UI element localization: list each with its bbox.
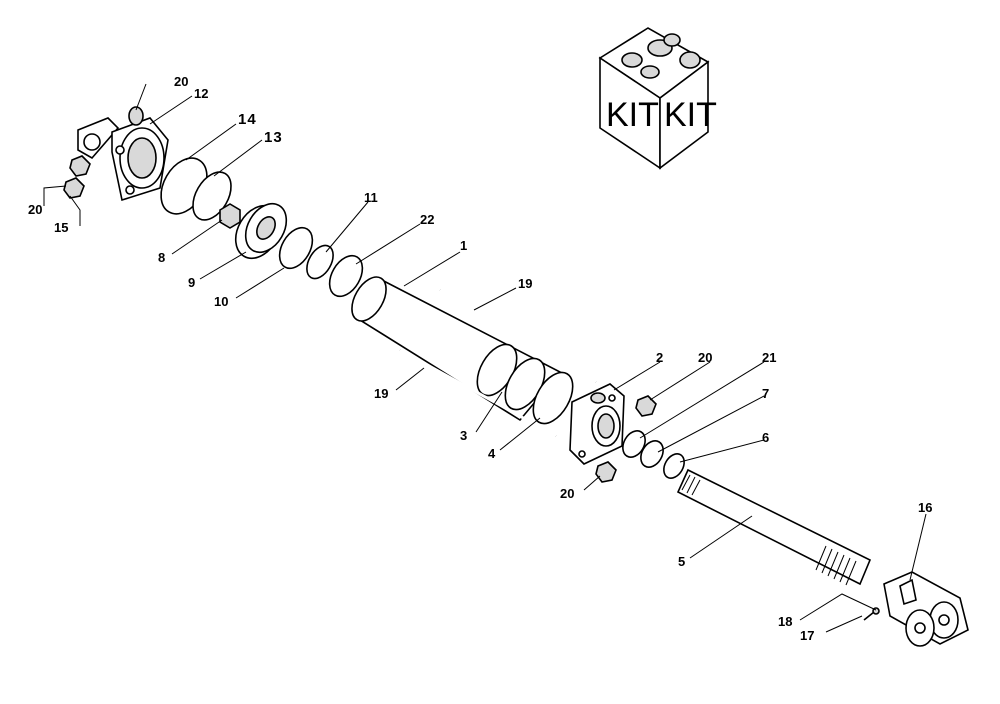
callout-20: 20 xyxy=(698,350,712,365)
callout-15: 15 xyxy=(54,220,68,235)
callout-3: 3 xyxy=(460,428,467,443)
callout-4: 4 xyxy=(488,446,496,461)
callout-21: 21 xyxy=(762,350,776,365)
callout-13: 13 xyxy=(264,129,283,146)
callout-14: 14 xyxy=(238,111,257,128)
nut-20-top xyxy=(635,395,657,417)
callout-20: 20 xyxy=(174,74,188,89)
tie-rod-upper xyxy=(439,288,597,384)
callout-1: 1 xyxy=(460,238,467,253)
callout-5: 5 xyxy=(678,554,685,569)
callout-22: 22 xyxy=(420,212,434,227)
callout-11: 11 xyxy=(364,190,378,205)
kit-left-label: KIT xyxy=(606,96,659,134)
callout-2: 2 xyxy=(656,350,663,365)
callout-19: 19 xyxy=(374,386,388,401)
callout-10: 10 xyxy=(214,294,228,309)
seal-7 xyxy=(640,440,664,468)
callout-7: 7 xyxy=(762,386,769,401)
kit-right-label: KIT xyxy=(664,96,717,134)
ring-22 xyxy=(328,254,364,298)
tie-rod-lower xyxy=(399,348,557,438)
ring-13 xyxy=(192,171,232,221)
front-head-2 xyxy=(569,383,625,465)
callout-18: 18 xyxy=(778,614,792,629)
callout-9: 9 xyxy=(188,275,195,290)
callout-16: 16 xyxy=(918,500,932,515)
nut-20-bottom xyxy=(595,461,617,483)
callout-12: 12 xyxy=(194,86,208,101)
leader-lines xyxy=(43,83,927,633)
kit-box: KIT KIT xyxy=(598,27,717,170)
clevis-16 xyxy=(883,571,969,647)
pin-17 xyxy=(863,607,880,621)
piston-9 xyxy=(234,202,288,260)
callout-8: 8 xyxy=(158,250,165,265)
rear-head-assembly xyxy=(63,106,169,202)
ring-11 xyxy=(306,244,334,280)
seal-6 xyxy=(663,453,685,479)
callout-17: 17 xyxy=(800,628,814,643)
callout-19: 19 xyxy=(518,276,532,291)
callout-6: 6 xyxy=(762,430,769,445)
callout-20: 20 xyxy=(560,486,574,501)
callout-20: 20 xyxy=(28,202,42,217)
piston-rod-5 xyxy=(676,468,872,586)
ring-10 xyxy=(278,226,314,270)
ring-4 xyxy=(532,371,574,425)
nut-8 xyxy=(219,203,241,229)
